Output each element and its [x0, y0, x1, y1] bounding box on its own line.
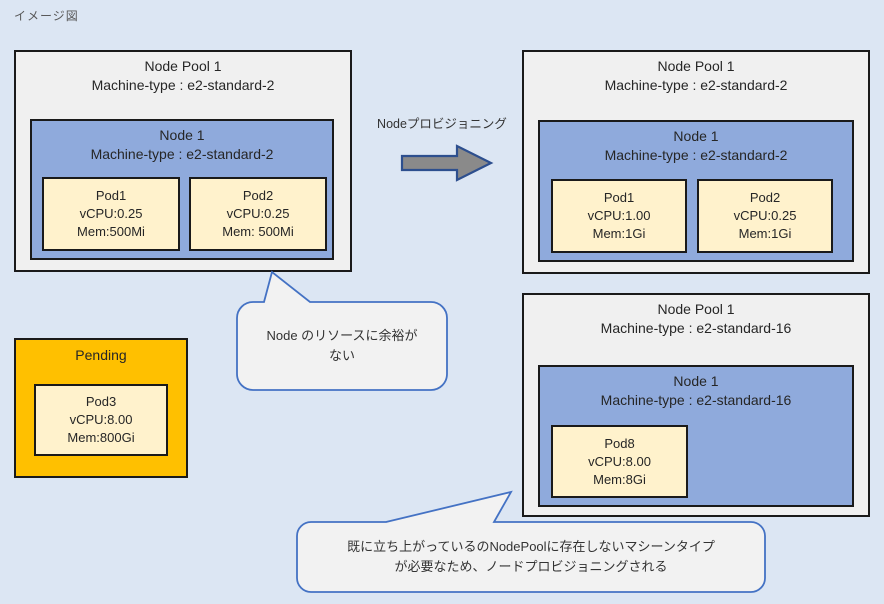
- pod-name: Pod1: [603, 190, 635, 205]
- pod-box: Pod1 vCPU:1.00 Mem:1Gi: [551, 179, 687, 253]
- pod-mem: Mem: 500Mi: [222, 224, 294, 239]
- node-title: Node 1: [159, 127, 205, 143]
- callout-line: が必要なため、ノードプロビジョニングされる: [394, 559, 668, 574]
- pod-box: Pod2 vCPU:0.25 Mem:1Gi: [697, 179, 833, 253]
- pool-machine-type: Machine-type : e2-standard-2: [604, 77, 788, 93]
- node-bottom-right: Node 1 Machine-type : e2-standard-16 Pod…: [538, 365, 854, 507]
- pool-title: Node Pool 1: [657, 58, 735, 74]
- node-left: Node 1 Machine-type : e2-standard-2 Pod1…: [30, 119, 334, 260]
- node-machine-type: Machine-type : e2-standard-16: [600, 392, 792, 408]
- pool-title: Node Pool 1: [657, 301, 735, 317]
- pod-mem: Mem:1Gi: [738, 226, 792, 241]
- provisioning-arrow-label: Nodeプロビジョニング: [377, 117, 507, 131]
- callout-line: 既に立ち上がっているのNodePoolに存在しないマシーンタイプ: [347, 539, 715, 554]
- callout-resource-text: Node のリソースに余裕が ない: [239, 303, 445, 389]
- node-title: Node 1: [673, 128, 719, 144]
- pod-box: Pod1 vCPU:0.25 Mem:500Mi: [42, 177, 180, 251]
- pod-mem: Mem:800Gi: [67, 430, 135, 445]
- pod-name: Pod1: [95, 188, 127, 203]
- pod-cpu: vCPU:8.00: [588, 453, 651, 469]
- node-pool-top-right: Node Pool 1 Machine-type : e2-standard-2…: [522, 50, 870, 274]
- pending-box: Pending Pod3 vCPU:8.00 Mem:800Gi: [14, 338, 188, 478]
- node-pool-bottom-right: Node Pool 1 Machine-type : e2-standard-1…: [522, 293, 870, 517]
- pod-cpu: vCPU:8.00: [69, 412, 133, 427]
- node-machine-type: Machine-type : e2-standard-2: [90, 146, 274, 162]
- callout-resource-bubble: [236, 270, 448, 391]
- pod-box: Pod8 vCPU:8.00 Mem:8Gi: [551, 425, 688, 498]
- pod-box: Pod2 vCPU:0.25 Mem: 500Mi: [189, 177, 327, 251]
- pod-cpu: vCPU:1.00: [587, 208, 651, 223]
- pool-machine-type: Machine-type : e2-standard-2: [91, 77, 275, 93]
- node-top-right: Node 1 Machine-type : e2-standard-2 Pod1…: [538, 120, 854, 262]
- pod-cpu: vCPU:0.25: [79, 206, 143, 221]
- pool-title: Node Pool 1: [144, 58, 222, 74]
- node-machine-type: Machine-type : e2-standard-2: [604, 147, 788, 163]
- pod-name: Pod8: [604, 435, 635, 451]
- node-title: Node 1: [673, 373, 719, 389]
- pod-name: Pod3: [85, 394, 117, 409]
- callout-provisioning-bubble: [296, 490, 766, 593]
- pod-cpu: vCPU:0.25: [226, 206, 290, 221]
- pod-cpu: vCPU:0.25: [733, 208, 797, 223]
- callout-line: Node のリソースに余裕が: [266, 328, 418, 343]
- pod-mem: Mem:1Gi: [592, 226, 646, 241]
- pool-machine-type: Machine-type : e2-standard-16: [600, 320, 792, 336]
- pending-title: Pending: [75, 347, 127, 363]
- page-title: イメージ図: [14, 9, 79, 23]
- callout-line: ない: [328, 348, 355, 363]
- pod-box: Pod3 vCPU:8.00 Mem:800Gi: [34, 384, 168, 456]
- pod-name: Pod2: [749, 190, 781, 205]
- pod-mem: Mem:8Gi: [593, 471, 646, 487]
- node-pool-left: Node Pool 1 Machine-type : e2-standard-2…: [14, 50, 352, 272]
- right-arrow-icon: [400, 144, 494, 182]
- callout-provisioning-text: 既に立ち上がっているのNodePoolに存在しないマシーンタイプ が必要なため、…: [299, 523, 763, 591]
- pod-mem: Mem:500Mi: [77, 224, 145, 239]
- pod-name: Pod2: [242, 188, 274, 203]
